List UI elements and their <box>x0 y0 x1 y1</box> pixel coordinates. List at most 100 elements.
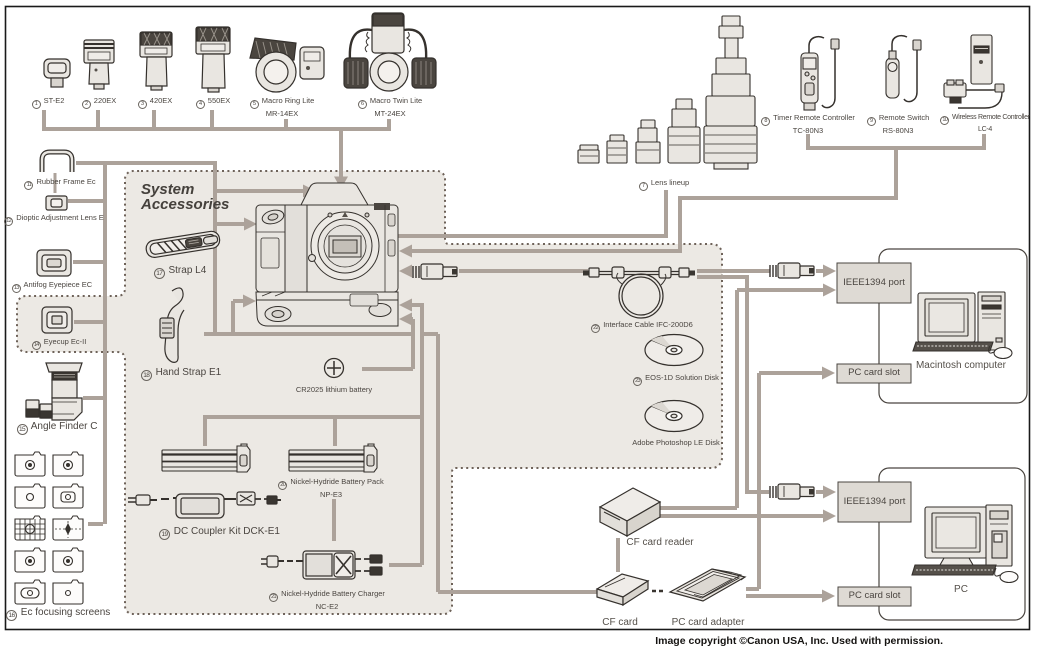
region-title: System Accessories <box>141 182 229 212</box>
label-angle-finder: 15 Angle Finder C <box>16 421 98 435</box>
rubber-frame-ec-icon <box>39 149 75 172</box>
screen-r4c2 <box>52 547 84 573</box>
screen-r1c1 <box>14 451 46 477</box>
solution-disk-cd <box>644 333 704 367</box>
screen-r1c2 <box>52 451 84 477</box>
screen-r5c1 <box>14 579 46 605</box>
region-title-line1: System <box>141 181 195 198</box>
eyecup-ec2-icon <box>41 306 73 334</box>
label-cf-card: CF card <box>602 617 638 628</box>
screen-r3c2 <box>52 515 84 541</box>
label-cr2025: CR2025 lithium battery <box>295 385 373 394</box>
cf-card-drawing <box>595 573 650 607</box>
pc-card-adapter-drawing <box>668 568 747 602</box>
dc-coupler-kit-drawing <box>128 491 281 519</box>
interface-cable-drawing <box>583 266 695 319</box>
label-solution-disk: 23 EOS-1D Solution Disk <box>614 373 738 386</box>
remote-tc80n3 <box>800 35 840 111</box>
label-screens: 16 Ec focusing screens <box>6 607 116 621</box>
badge-6: 6 <box>357 99 367 109</box>
connector-lines <box>42 110 986 598</box>
pc-computer-drawing <box>911 504 1019 584</box>
label-strap-l4: 17 Strap L4 <box>140 265 220 279</box>
badge-8: 8 <box>761 116 771 126</box>
label-interface-cable: 22 Interface Cable IFC-200D6 <box>580 320 704 333</box>
angle-finder-icon <box>25 362 83 421</box>
cr2025-icon <box>323 357 345 379</box>
label-macintosh: Macintosh computer <box>915 360 1007 371</box>
label-dc-coupler: 19 DC Coupler Kit DCK-E1 <box>159 526 280 540</box>
macintosh-computer-drawing <box>912 291 1013 360</box>
label-pc-adapter: PC card adapter <box>671 617 745 628</box>
label-pccard-pc: PC card slot <box>848 590 901 601</box>
badge-4: 4 <box>195 99 205 109</box>
label-rubber-frame: 11 Rubber Frame Ec <box>15 177 105 190</box>
badge-5: 5 <box>249 99 259 109</box>
label-dioptic: 12 Dioptic Adjustment Lens E <box>4 213 104 226</box>
flash-550ex <box>195 26 231 93</box>
battery-pack-left <box>161 443 251 473</box>
dioptic-lens-icon <box>45 195 68 211</box>
badge-12: 12 <box>4 216 14 226</box>
focusing-screens-grid <box>14 451 84 605</box>
label-hand-strap: 18 Hand Strap E1 <box>133 367 229 381</box>
badge-20: 20 <box>278 480 288 490</box>
badge-17: 17 <box>153 268 165 279</box>
camera-eos-1d <box>255 182 399 327</box>
screen-r5c2 <box>52 579 84 605</box>
region-title-line2: Accessories <box>141 196 230 213</box>
screen-r4c1 <box>14 547 46 573</box>
flash-mr14ex <box>249 37 325 93</box>
badge-19: 19 <box>159 529 170 540</box>
badge-14: 14 <box>31 340 41 350</box>
remote-lc4 <box>943 34 1005 109</box>
hand-strap-e1-drawing <box>159 287 185 363</box>
label-ieee1394-pc: IEEE1394 port <box>843 496 906 507</box>
badge-2: 2 <box>81 99 91 109</box>
remote-rs80n3 <box>885 34 922 103</box>
label-photoshop-disk: Adobe Photoshop LE Disk <box>632 438 720 447</box>
badge-13: 13 <box>11 283 21 293</box>
antifog-eyepiece-icon <box>36 249 72 277</box>
strap-l4-drawing <box>145 230 221 258</box>
flash-mt24ex <box>343 12 437 92</box>
label-420ex: 3 420EX <box>127 96 183 109</box>
firewire-connector-camera <box>412 263 458 280</box>
badge-18: 18 <box>140 370 152 381</box>
firewire-connector-pc <box>769 483 815 500</box>
badge-3: 3 <box>137 99 147 109</box>
badge-16: 16 <box>6 610 17 621</box>
label-550ex: 4 550EX <box>185 96 241 109</box>
badge-10: 10 <box>940 115 950 125</box>
badge-23: 23 <box>633 376 643 386</box>
label-220ex: 2 220EX <box>71 96 127 109</box>
port-boxes-top <box>836 262 912 607</box>
label-pccard-mac: PC card slot <box>848 367 900 378</box>
badge-22: 22 <box>591 323 601 333</box>
label-pc: PC <box>954 584 968 595</box>
label-st-e2: 1 ST-E2 <box>20 96 76 109</box>
badge-21: 21 <box>269 592 279 602</box>
cf-card-reader-drawing <box>598 487 662 538</box>
badge-7: 7 <box>638 181 648 191</box>
screen-r3c1 <box>14 515 46 541</box>
label-cf-reader: CF card reader <box>626 537 694 548</box>
label-antifog: 13 Antifog Eyepiece EC <box>8 280 96 293</box>
copyright-caption: Image copyright ©Canon USA, Inc. Used wi… <box>655 635 943 647</box>
screen-r2c2 <box>52 483 84 509</box>
flash-220ex <box>83 39 115 90</box>
badge-1: 1 <box>31 99 41 109</box>
badge-11: 11 <box>24 180 34 190</box>
flash-420ex <box>139 31 173 91</box>
nc-e2-charger-drawing <box>261 550 383 580</box>
badge-15: 15 <box>16 424 28 435</box>
